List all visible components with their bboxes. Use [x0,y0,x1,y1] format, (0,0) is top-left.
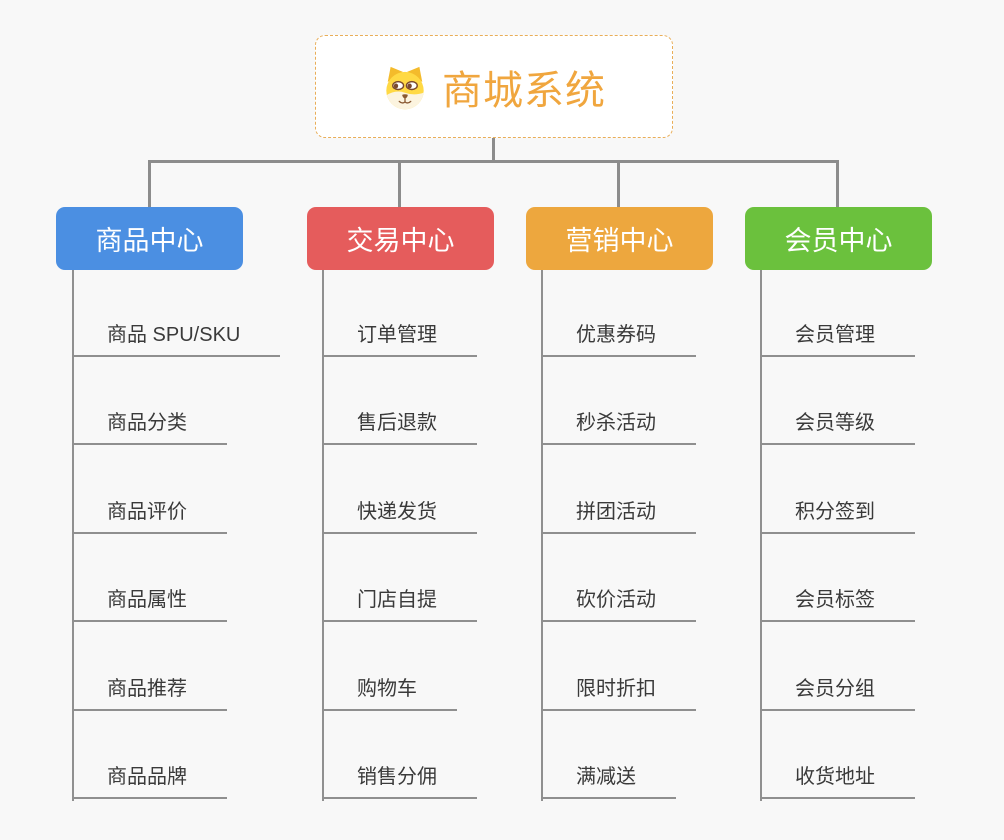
connector-branch-drop [148,160,151,208]
branch-node-member-center[interactable]: 会员中心 [745,207,932,270]
sub-item-node[interactable]: 砍价活动 [541,534,696,622]
branch-items-marketing-center: 优惠券码 秒杀活动 拼团活动 砍价活动 限时折扣 满减送 [541,268,696,799]
branch-items-member-center: 会员管理 会员等级 积分签到 会员标签 会员分组 收货地址 [760,268,915,799]
sub-item-node[interactable]: 会员分组 [760,622,915,711]
branch-items-trade-center: 订单管理 售后退款 快递发货 门店自提 购物车 销售分佣 [322,268,477,799]
sub-item-node[interactable]: 订单管理 [322,268,477,357]
connector-branch-drop [398,160,401,208]
root-node-mall-system[interactable]: 商城系统 [315,35,673,138]
sub-item-node[interactable]: 优惠券码 [541,268,696,357]
connector-bus [148,160,839,163]
branch-node-label: 营销中心 [565,226,674,256]
branch-node-product-center[interactable]: 商品中心 [56,207,243,270]
branch-items-product-center: 商品 SPU/SKU 商品分类 商品评价 商品属性 商品推荐 商品品牌 [72,268,281,799]
branch-trunk-line [541,270,543,801]
branch-trunk-line [760,270,762,801]
sub-item-node[interactable]: 拼团活动 [541,445,696,534]
branch-node-trade-center[interactable]: 交易中心 [307,207,494,270]
dog-face-icon [382,64,428,110]
sub-item-node[interactable]: 快递发货 [322,445,477,534]
connector-branch-drop [836,160,839,208]
branch-trunk-line [322,270,324,801]
sub-item-node[interactable]: 售后退款 [322,357,477,445]
sub-item-node[interactable]: 商品属性 [72,534,227,622]
branch-node-label: 商品中心 [95,226,204,256]
root-node-title: 商城系统 [442,68,606,113]
sub-item-node[interactable]: 商品分类 [72,357,227,445]
sub-item-node[interactable]: 收货地址 [760,711,915,799]
branch-node-label: 交易中心 [346,226,455,256]
sub-item-node[interactable]: 秒杀活动 [541,357,696,445]
sub-item-node[interactable]: 购物车 [322,622,457,711]
sub-item-node[interactable]: 门店自提 [322,534,477,622]
sub-item-node[interactable]: 商品品牌 [72,711,227,799]
sub-item-node[interactable]: 积分签到 [760,445,915,534]
branch-node-marketing-center[interactable]: 营销中心 [526,207,713,270]
branch-node-label: 会员中心 [784,226,893,256]
sub-item-node[interactable]: 会员标签 [760,534,915,622]
sub-item-node[interactable]: 会员等级 [760,357,915,445]
sub-item-node[interactable]: 会员管理 [760,268,915,357]
sub-item-node[interactable]: 满减送 [541,711,676,799]
connector-branch-drop [617,160,620,208]
sub-item-node[interactable]: 商品评价 [72,445,227,534]
sub-item-node[interactable]: 商品推荐 [72,622,227,711]
branch-trunk-line [72,270,74,801]
sub-item-node[interactable]: 销售分佣 [322,711,477,799]
connector-root-drop [492,138,495,162]
sub-item-node[interactable]: 商品 SPU/SKU [72,268,281,357]
sub-item-node[interactable]: 限时折扣 [541,622,696,711]
